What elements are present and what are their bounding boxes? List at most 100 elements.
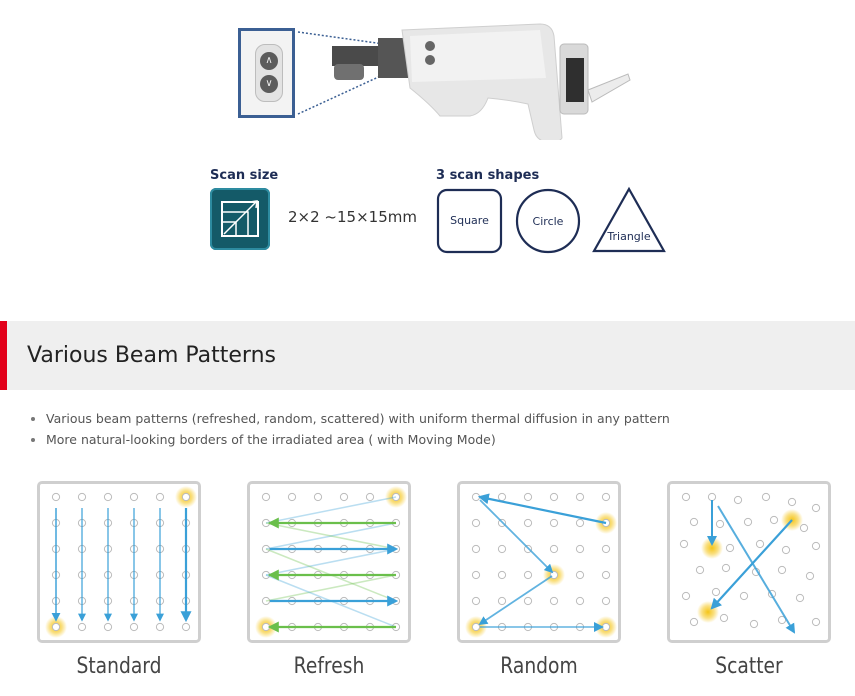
- grid-dot: [471, 518, 481, 528]
- hot-spot: [701, 537, 723, 559]
- grid-dot: [769, 515, 779, 525]
- grid-dot: [799, 523, 809, 533]
- grid-dot: [695, 565, 705, 575]
- square-shape: [436, 188, 503, 254]
- grid-dot: [261, 596, 271, 606]
- grid-dot: [261, 622, 271, 632]
- circle-shape-label: Circle: [533, 215, 564, 228]
- grid-dot: [471, 570, 481, 580]
- grid-dot: [51, 492, 61, 502]
- grid-dot: [155, 492, 165, 502]
- grid-dot: [523, 492, 533, 502]
- grid-dot: [471, 622, 481, 632]
- beam-trace: [265, 522, 397, 550]
- grid-dot: [787, 497, 797, 507]
- grid-dot: [719, 613, 729, 623]
- scan-shapes-group: Square Circle Triangle: [436, 186, 666, 254]
- beam-trace: [265, 522, 397, 550]
- refresh-label: Refresh: [293, 654, 365, 679]
- scan-shapes-label: 3 scan shapes: [436, 168, 540, 183]
- random-pattern-diagram: [465, 492, 617, 638]
- section-accent-stripe: [0, 321, 7, 390]
- grid-dot: [739, 591, 749, 601]
- grid-dot: [287, 492, 297, 502]
- handpiece-zoom-inset: ∧ ∨: [238, 28, 295, 118]
- grid-dot: [549, 518, 559, 528]
- grid-dot: [77, 492, 87, 502]
- grid-dot: [261, 492, 271, 502]
- grid-dot: [471, 492, 481, 502]
- grid-dot: [601, 492, 611, 502]
- grid-dot: [733, 495, 743, 505]
- grid-dot: [725, 543, 735, 553]
- standard-pattern-diagram: [45, 486, 197, 638]
- grid-dot: [755, 539, 765, 549]
- list-item: More natural-looking borders of the irra…: [28, 429, 670, 450]
- grid-dot: [549, 544, 559, 554]
- grid-dot: [707, 492, 717, 502]
- grid-dot: [679, 539, 689, 549]
- beam-arrow: [478, 575, 553, 625]
- beam-trace: [265, 496, 397, 524]
- grid-dot: [721, 563, 731, 573]
- grid-dot: [575, 570, 585, 580]
- grid-dot: [471, 544, 481, 554]
- grid-dot: [471, 596, 481, 606]
- section-header-bar: [0, 321, 855, 390]
- scan-size-range: 2×2 ~15×15mm: [288, 208, 417, 226]
- grid-dot: [689, 617, 699, 627]
- grid-dot: [681, 492, 691, 502]
- grid-dot: [795, 593, 805, 603]
- grid-dot: [761, 492, 771, 502]
- scatter-pattern-box: [667, 481, 831, 643]
- grid-dot: [811, 503, 821, 513]
- grid-dot: [601, 544, 611, 554]
- grid-dot: [811, 617, 821, 627]
- grid-dot: [103, 492, 113, 502]
- grid-dot: [523, 596, 533, 606]
- grid-dot: [391, 492, 401, 502]
- up-arrow-button: ∧: [260, 52, 278, 70]
- feature-list: Various beam patterns (refreshed, random…: [28, 408, 670, 450]
- grid-dot: [711, 587, 721, 597]
- grid-dot: [313, 492, 323, 502]
- grid-dot: [777, 565, 787, 575]
- square-shape-label: Square: [450, 214, 489, 227]
- grid-dot: [743, 517, 753, 527]
- control-buttons-pad: ∧ ∨: [255, 44, 283, 102]
- beam-arrow: [479, 499, 554, 574]
- random-label: Random: [500, 654, 578, 679]
- scatter-label: Scatter: [715, 654, 783, 679]
- grid-dot: [575, 492, 585, 502]
- grid-dot: [601, 596, 611, 606]
- random-pattern-box: [457, 481, 621, 643]
- grid-dot: [523, 518, 533, 528]
- grid-dot: [129, 622, 139, 632]
- handpiece-illustration: [297, 23, 631, 140]
- section-title: Various Beam Patterns: [27, 343, 276, 368]
- grid-dot: [715, 519, 725, 529]
- grid-dot: [575, 596, 585, 606]
- circle-shape: [515, 188, 581, 254]
- beam-trace: [265, 574, 397, 602]
- refresh-pattern-diagram: [255, 486, 407, 638]
- list-item: Various beam patterns (refreshed, random…: [28, 408, 670, 429]
- grid-dot: [575, 544, 585, 554]
- beam-trace: [265, 548, 397, 576]
- refresh-pattern-box: [247, 481, 411, 643]
- grid-dot: [77, 622, 87, 632]
- grid-dot: [601, 622, 611, 632]
- grid-dot: [781, 545, 791, 555]
- grid-dot: [497, 492, 507, 502]
- grid-dot: [181, 492, 191, 502]
- grid-dot: [497, 596, 507, 606]
- grid-dot: [129, 492, 139, 502]
- grid-dot: [261, 544, 271, 554]
- grid-dot: [497, 544, 507, 554]
- grid-dot: [103, 622, 113, 632]
- beam-arrow: [477, 493, 607, 525]
- grid-dot: [181, 622, 191, 632]
- grid-dot: [497, 570, 507, 580]
- grid-dot: [523, 570, 533, 580]
- triangle-shape-label: Triangle: [606, 230, 650, 243]
